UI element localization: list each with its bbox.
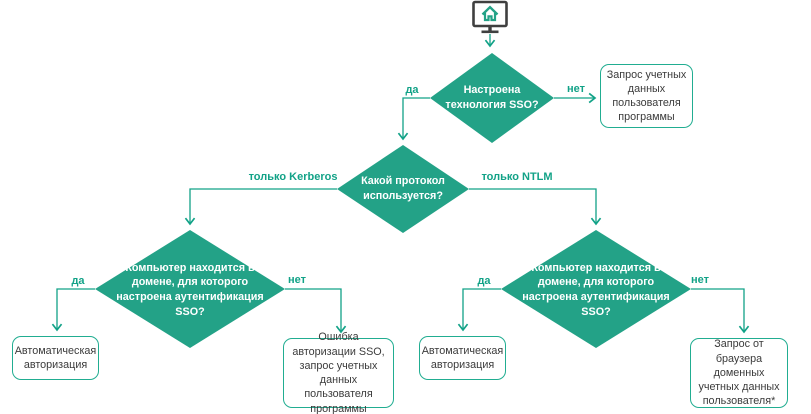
- edge-label-ntlm: только NTLM: [481, 171, 553, 183]
- edge-label-yes-right: да: [477, 275, 491, 287]
- home-icon: [481, 5, 499, 16]
- edge-label-kerberos: только Kerberos: [248, 171, 338, 183]
- edge-label-no-top: нет: [566, 83, 586, 95]
- decision-sso-configured: Настроена технология SSO?: [445, 84, 539, 111]
- edge-label-yes-top: да: [405, 84, 419, 96]
- box-request-credentials: Запрос учетных данных пользователя прогр…: [600, 64, 693, 128]
- decision-domain-right: Компьютер находится в домене, для которо…: [522, 261, 670, 318]
- edge-kerberos: [184, 188, 337, 226]
- box-sso-error: Ошибка авторизации SSO, запрос учетных д…: [283, 331, 394, 414]
- decision-domain-left: Компьютер находится в домене, для которо…: [116, 261, 264, 318]
- edge-no-left: [285, 288, 347, 334]
- edge-label-no-right: нет: [690, 274, 710, 286]
- edge-no-right: [691, 288, 750, 334]
- box-auto-auth-right: Автоматическая авторизация: [419, 336, 506, 380]
- edge-label-no-left: нет: [287, 274, 307, 286]
- decision-which-protocol: Какой протокол используется?: [361, 175, 445, 202]
- computer-icon: [472, 0, 508, 34]
- box-auto-auth-left: Автоматическая авторизация: [12, 336, 99, 380]
- edge-yes-left: [51, 288, 95, 332]
- edge-ntlm: [469, 188, 602, 226]
- edge-yes-right: [457, 288, 501, 332]
- edge-label-yes-left: да: [71, 275, 85, 287]
- edge-yes-top: [397, 97, 430, 141]
- box-browser-request: Запрос от браузера доменных учетных данн…: [690, 338, 788, 408]
